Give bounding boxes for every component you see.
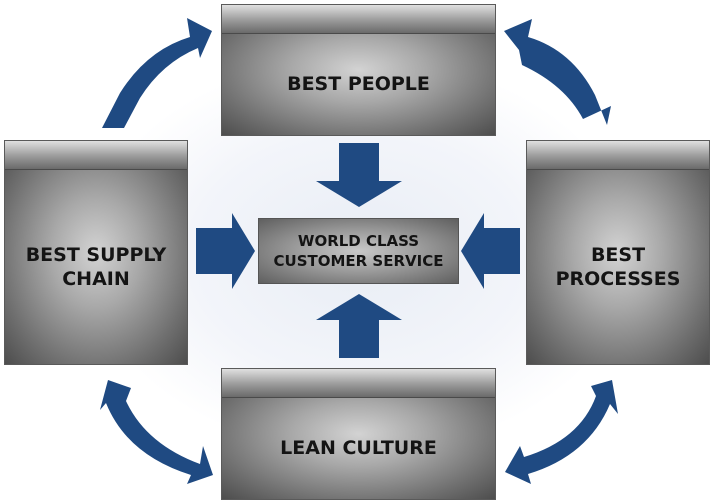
curved-arrow-bottom-left	[100, 380, 213, 484]
best-processes-label: BEST PROCESSES	[556, 243, 681, 291]
best-people-label: BEST PEOPLE	[287, 73, 430, 95]
arrow-right-into-center	[196, 213, 255, 289]
center-label: WORLD CLASS CUSTOMER SERVICE	[274, 231, 444, 271]
curved-arrow-top-right	[504, 19, 611, 125]
curved-arrow-top-left	[102, 18, 212, 128]
curved-arrow-bottom-right	[505, 380, 618, 484]
lean-culture-box: LEAN CULTURE	[221, 368, 496, 500]
best-supply-chain-line2: CHAIN	[62, 267, 130, 290]
arrow-down-into-center	[316, 143, 402, 207]
best-processes-box: BEST PROCESSES	[526, 140, 710, 365]
lean-culture-label: LEAN CULTURE	[280, 437, 437, 459]
best-people-box: BEST PEOPLE	[221, 4, 496, 136]
best-supply-chain-line1: BEST SUPPLY	[25, 243, 167, 266]
best-supply-chain-label: BEST SUPPLY CHAIN	[26, 243, 167, 291]
arrow-left-into-center	[461, 213, 520, 289]
arrow-up-into-center	[316, 294, 402, 358]
best-processes-line1: BEST	[590, 243, 646, 266]
world-class-customer-service-box: WORLD CLASS CUSTOMER SERVICE	[258, 218, 459, 284]
best-supply-chain-box: BEST SUPPLY CHAIN	[4, 140, 188, 365]
best-processes-line2: PROCESSES	[555, 267, 681, 290]
center-line1: WORLD CLASS	[297, 232, 420, 250]
center-line2: CUSTOMER SERVICE	[273, 252, 444, 270]
